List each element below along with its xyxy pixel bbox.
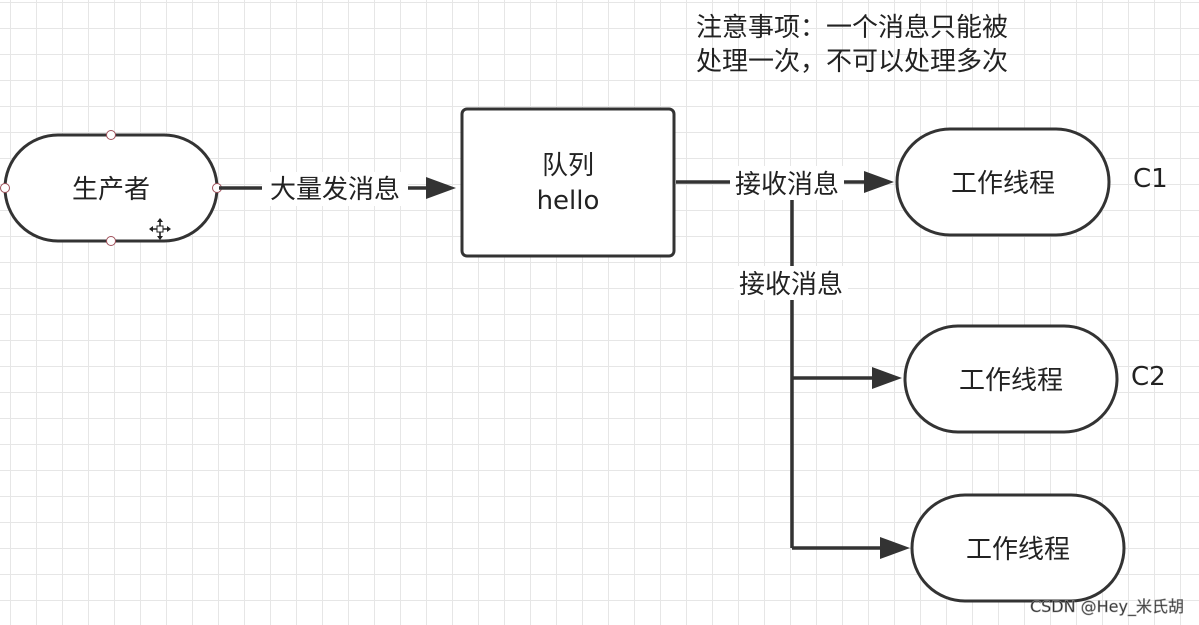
queue-shape[interactable]	[460, 107, 676, 258]
producer-label: 生产者	[72, 175, 150, 205]
worker-1-label: 工作线程	[951, 169, 1055, 199]
worker-node-3[interactable]: 工作线程	[910, 493, 1126, 603]
resize-handle-left[interactable]	[0, 183, 10, 193]
queue-to-workers-connectors[interactable]	[676, 171, 910, 559]
worker-node-2[interactable]: 工作线程	[903, 324, 1119, 434]
producer-node[interactable]: 生产者	[3, 133, 219, 243]
receive-label-2: 接收消息	[739, 270, 843, 300]
receive-label-1: 接收消息	[735, 170, 839, 200]
worker-1-arrowhead	[864, 171, 894, 193]
producer-edge-label: 大量发消息	[270, 175, 400, 205]
worker-3-label: 工作线程	[966, 535, 1070, 565]
receive-label-2-bg	[734, 266, 848, 300]
worker-2-tag: C2	[1131, 362, 1166, 392]
note-line-1: 注意事项：一个消息只能被	[696, 13, 1008, 43]
worker-2-label: 工作线程	[959, 366, 1063, 396]
queue-label-line2: hello	[537, 186, 600, 216]
worker-2-shape[interactable]	[903, 324, 1119, 434]
resize-handle-bottom[interactable]	[106, 236, 116, 246]
worker-1-shape[interactable]	[895, 127, 1111, 237]
watermark: CSDN @Hey_米氏胡	[1030, 597, 1184, 617]
producer-to-queue-arrowhead	[426, 177, 456, 199]
worker-node-1[interactable]: 工作线程	[895, 127, 1111, 237]
note-line-2: 处理一次，不可以处理多次	[696, 47, 1008, 77]
worker-1-tag: C1	[1133, 164, 1168, 194]
resize-handle-top[interactable]	[106, 130, 116, 140]
worker-2-arrowhead	[872, 367, 902, 389]
queue-label-line1: 队列	[542, 151, 594, 181]
receive-label-1-bg	[730, 166, 844, 200]
queue-node[interactable]: 队列 hello	[460, 107, 676, 258]
worker-3-shape[interactable]	[910, 493, 1126, 603]
worker-3-arrowhead	[880, 537, 910, 559]
move-cursor-icon	[149, 218, 171, 240]
edge-label-bg	[262, 172, 408, 206]
